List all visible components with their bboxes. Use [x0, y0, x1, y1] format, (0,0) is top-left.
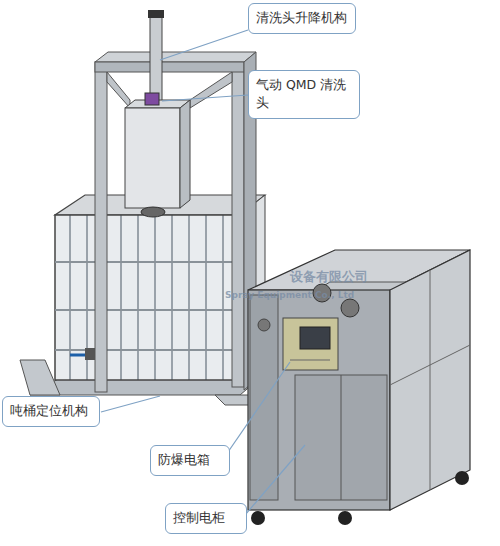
- callout-box: 吨桶定位机构: [2, 396, 100, 427]
- callout-box: 控制电柜: [165, 503, 247, 534]
- watermark: Spray Equipment Co., Ltd: [225, 290, 354, 300]
- callout-text: 气动 QMD 清洗头: [256, 76, 352, 112]
- callout-box: 清洗头升降机构: [248, 3, 356, 34]
- watermark: 设备有限公司: [290, 268, 368, 286]
- callout-text: 吨桶定位机构: [10, 402, 92, 420]
- callout-text: 控制电柜: [173, 509, 239, 527]
- callout-text: 清洗头升降机构: [256, 9, 348, 27]
- callout-box: 防爆电箱: [150, 445, 230, 476]
- callout-text: 防爆电箱: [158, 451, 222, 469]
- callout-box: 气动 QMD 清洗头: [248, 70, 360, 119]
